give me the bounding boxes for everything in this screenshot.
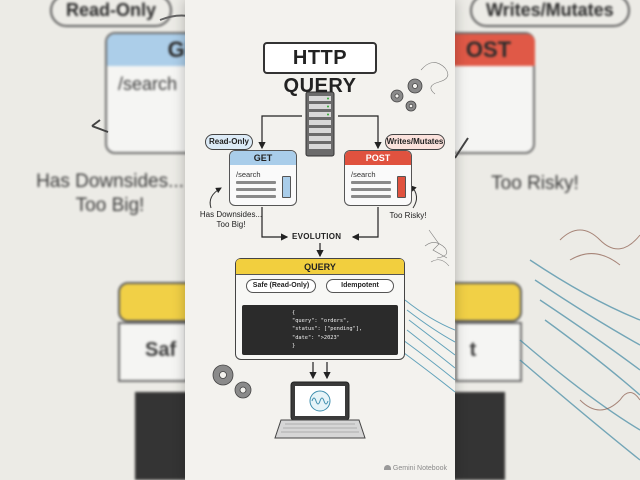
post-card: POST /search [344,150,412,206]
bg-right-arrow-icon [454,137,469,159]
safe-pill: Safe (Read-Only) [246,279,316,293]
read-only-badge: Read-Only [205,134,253,150]
evolution-label: EVOLUTION [292,232,342,241]
get-line [236,188,276,191]
watermark: Gemini Notebook [383,465,447,472]
get-card: GET /search [229,150,297,206]
bg-cable-decor [519,259,640,461]
post-line [351,181,391,184]
laptop-icon [274,381,366,439]
query-header: QUERY [236,259,404,275]
post-block [397,176,406,198]
bg-query-body-right [455,322,522,382]
query-card: QUERY Safe (Read-Only) Idempotent { "quer… [235,258,405,360]
bg-left-note-2: Too Big! [75,195,145,216]
post-path: /search [351,170,376,179]
writes-mutates-badge: Writes/Mutates [385,134,445,150]
query-code-block: { "query": "orders","status": ["pending"]… [242,305,398,355]
get-note-line1: Has Downsides... [199,210,263,219]
code-line: "date": ">2023" [292,334,340,341]
bg-right-note: Too Risky! [491,173,579,194]
gear-icon [390,78,423,112]
watermark-text: Gemini Notebook [392,465,447,472]
bg-query-body [118,322,188,382]
diagram-panel: HTTP QUERY Read-Only GET /search Has Dow… [185,0,455,480]
idempotent-pill: Idempotent [326,279,394,293]
waveform-icon [309,390,331,412]
code-line: "query": "orders", [292,318,350,325]
code-line: } [292,342,296,349]
post-header: POST [345,151,411,165]
get-header: GET [230,151,296,165]
post-line [351,188,391,191]
gemini-logo-icon [383,465,391,470]
get-line [236,181,276,184]
diagram-connectors [209,62,455,439]
bg-path: /search [118,74,178,94]
post-note: Too Risky! [389,211,427,220]
code-line: "status": ["pending"], [292,326,363,333]
get-block [282,176,291,198]
bg-left-arrow-icon [91,119,109,133]
get-line [236,195,276,198]
bg-right-fragment: t [469,339,477,361]
page-title: HTTP QUERY [263,42,377,97]
cable-art-decor [399,299,455,393]
post-line [351,195,391,198]
bg-read-only-bubble: Read-Only [50,0,173,27]
bg-safe-fragment: Saf [145,339,177,361]
server-icon [305,91,335,157]
bg-left-note-1: Has Downsides... [36,171,184,192]
code-line: { [292,310,296,316]
get-path: /search [236,170,261,179]
gear-icon [212,364,252,399]
get-note-line2: Too Big! [216,220,246,229]
bg-writes-bubble: Writes/Mutates [470,0,630,27]
bg-post-header: OST [442,34,535,66]
